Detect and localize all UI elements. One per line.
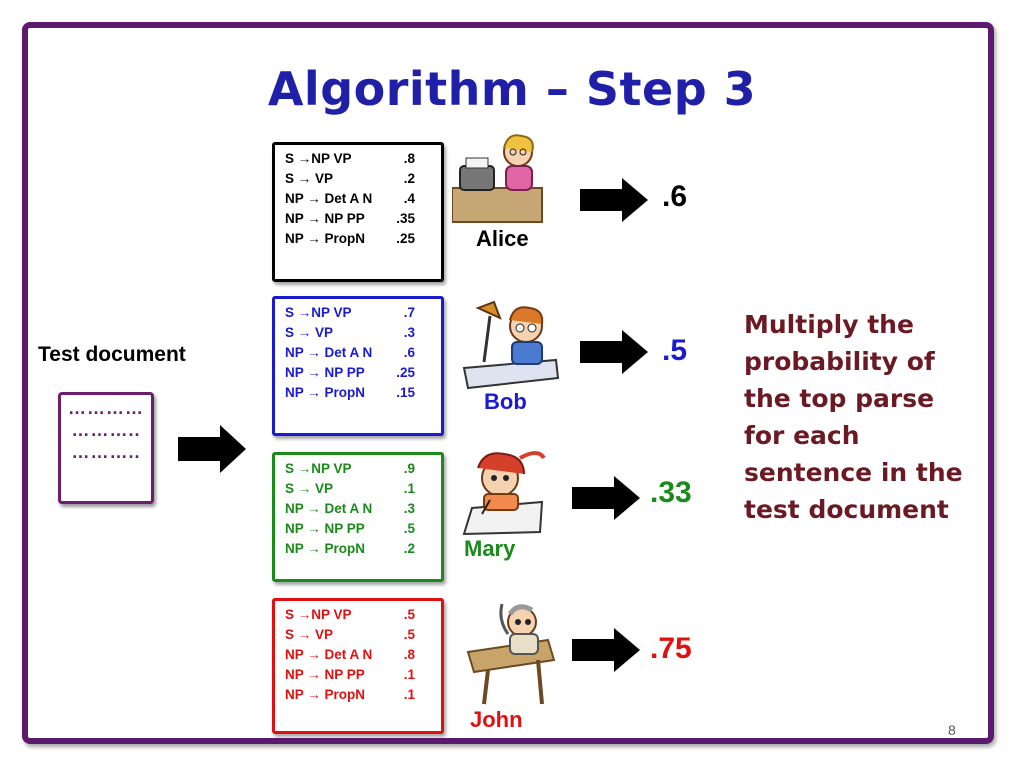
rule-probability: .25 — [396, 231, 415, 246]
rule-production: NP → PropN — [285, 541, 366, 556]
rule-production: S →NP VP — [285, 151, 352, 166]
rule-production: NP → NP PP — [285, 211, 365, 226]
grammar-rule: S →NP VP .5 — [285, 605, 431, 625]
rule-probability: .2 — [403, 171, 415, 186]
grammar-rule: S → VP .1 — [285, 479, 431, 499]
grammar-rule: NP → Det A N .3 — [285, 499, 431, 519]
grammar-box-bob: S →NP VP .7 S → VP .3 NP → Det A N .6 NP → NP … — [272, 296, 444, 436]
grammar-rule: S → VP .2 — [285, 169, 431, 189]
slide-title: Algorithm – Step 3 — [267, 62, 757, 116]
grammar-rule: S →NP VP .8 — [285, 149, 431, 169]
rule-probability: .1 — [403, 687, 415, 702]
grammar-rule: NP → NP PP .25 — [285, 363, 431, 383]
grammar-rule: NP → PropN .25 — [285, 229, 431, 249]
score-john: .75 — [650, 632, 692, 665]
rule-production: NP → PropN — [285, 687, 366, 702]
right-arrow-icon — [580, 178, 648, 222]
rule-production: NP → NP PP — [285, 365, 365, 380]
grammar-rule: NP → PropN .2 — [285, 539, 431, 559]
grammar-rule: NP → Det A N .6 — [285, 343, 431, 363]
test-document-line: ……….. — [71, 420, 141, 440]
right-arrow-icon — [580, 330, 648, 374]
grammar-rule: NP → NP PP .1 — [285, 665, 431, 685]
grammar-box-alice: S →NP VP .8 S → VP .2 NP → Det A N .4 NP → NP … — [272, 142, 444, 282]
rule-probability: .35 — [396, 211, 415, 226]
page-number: 8 — [948, 722, 956, 738]
test-document-label: Test document — [38, 343, 186, 366]
right-arrow-icon — [572, 476, 640, 520]
grammar-box-john: S →NP VP .5 S → VP .5 NP → Det A N .8 NP → NP … — [272, 598, 444, 734]
rule-production: NP → NP PP — [285, 521, 365, 536]
rule-probability: .3 — [403, 325, 415, 340]
grammar-rule: S → VP .5 — [285, 625, 431, 645]
rule-production: S → VP — [285, 481, 334, 496]
rule-probability: .9 — [403, 461, 415, 476]
rule-production: NP → Det A N — [285, 345, 373, 360]
rule-probability: .7 — [403, 305, 415, 320]
rule-probability: .3 — [403, 501, 415, 516]
rule-probability: .2 — [403, 541, 415, 556]
test-document-line: ……….. — [71, 442, 141, 462]
rule-production: S →NP VP — [285, 607, 352, 622]
rule-probability: .5 — [403, 607, 415, 622]
slide-frame — [22, 22, 994, 744]
rule-production: NP → Det A N — [285, 501, 373, 516]
test-document-line: ………… — [68, 398, 144, 418]
grammar-box-mary: S →NP VP .9 S → VP .1 NP → Det A N .3 NP → NP … — [272, 452, 444, 582]
grammar-rule: NP → Det A N .4 — [285, 189, 431, 209]
rule-production: NP → NP PP — [285, 667, 365, 682]
grammar-rule: S → VP .3 — [285, 323, 431, 343]
score-alice: .6 — [662, 180, 688, 213]
alice-typist-illustration — [452, 134, 543, 223]
rule-production: NP → PropN — [285, 385, 366, 400]
rule-production: S → VP — [285, 171, 334, 186]
score-bob: .5 — [662, 334, 688, 367]
rule-production: NP → PropN — [285, 231, 366, 246]
rule-probability: .6 — [403, 345, 415, 360]
rule-probability: .4 — [403, 191, 415, 206]
grammar-rule: S →NP VP .9 — [285, 459, 431, 479]
grammar-rule: NP → NP PP .35 — [285, 209, 431, 229]
rule-production: S →NP VP — [285, 461, 352, 476]
person-name-john: John — [470, 707, 523, 732]
rule-probability: .1 — [403, 667, 415, 682]
grammar-rule: NP → PropN .15 — [285, 383, 431, 403]
rule-production: S → VP — [285, 627, 334, 642]
rule-probability: .5 — [403, 627, 415, 642]
right-arrow-icon — [572, 628, 640, 672]
john-scribe-illustration — [466, 603, 556, 705]
score-mary: .33 — [650, 476, 692, 509]
bob-desk-illustration — [462, 300, 560, 390]
rule-probability: .15 — [396, 385, 415, 400]
rule-production: S →NP VP — [285, 305, 352, 320]
mary-writing-illustration — [462, 451, 546, 536]
person-name-alice: Alice — [476, 226, 529, 251]
rule-production: S → VP — [285, 325, 334, 340]
person-name-bob: Bob — [484, 389, 527, 414]
rule-probability: .8 — [403, 647, 415, 662]
rule-production: NP → Det A N — [285, 647, 373, 662]
rule-probability: .25 — [396, 365, 415, 380]
grammar-rule: NP → Det A N .8 — [285, 645, 431, 665]
right-arrow-icon — [178, 425, 246, 473]
instruction-note: Multiply the probability of the top pars… — [744, 310, 963, 524]
rule-probability: .5 — [403, 521, 415, 536]
grammar-rule: S →NP VP .7 — [285, 303, 431, 323]
rule-probability: .1 — [403, 481, 415, 496]
test-document-icon: ………… ……….. ……….. — [58, 392, 154, 504]
grammar-rule: NP → NP PP .5 — [285, 519, 431, 539]
rule-production: NP → Det A N — [285, 191, 373, 206]
person-name-mary: Mary — [464, 536, 516, 561]
rule-probability: .8 — [403, 151, 415, 166]
grammar-rule: NP → PropN .1 — [285, 685, 431, 705]
